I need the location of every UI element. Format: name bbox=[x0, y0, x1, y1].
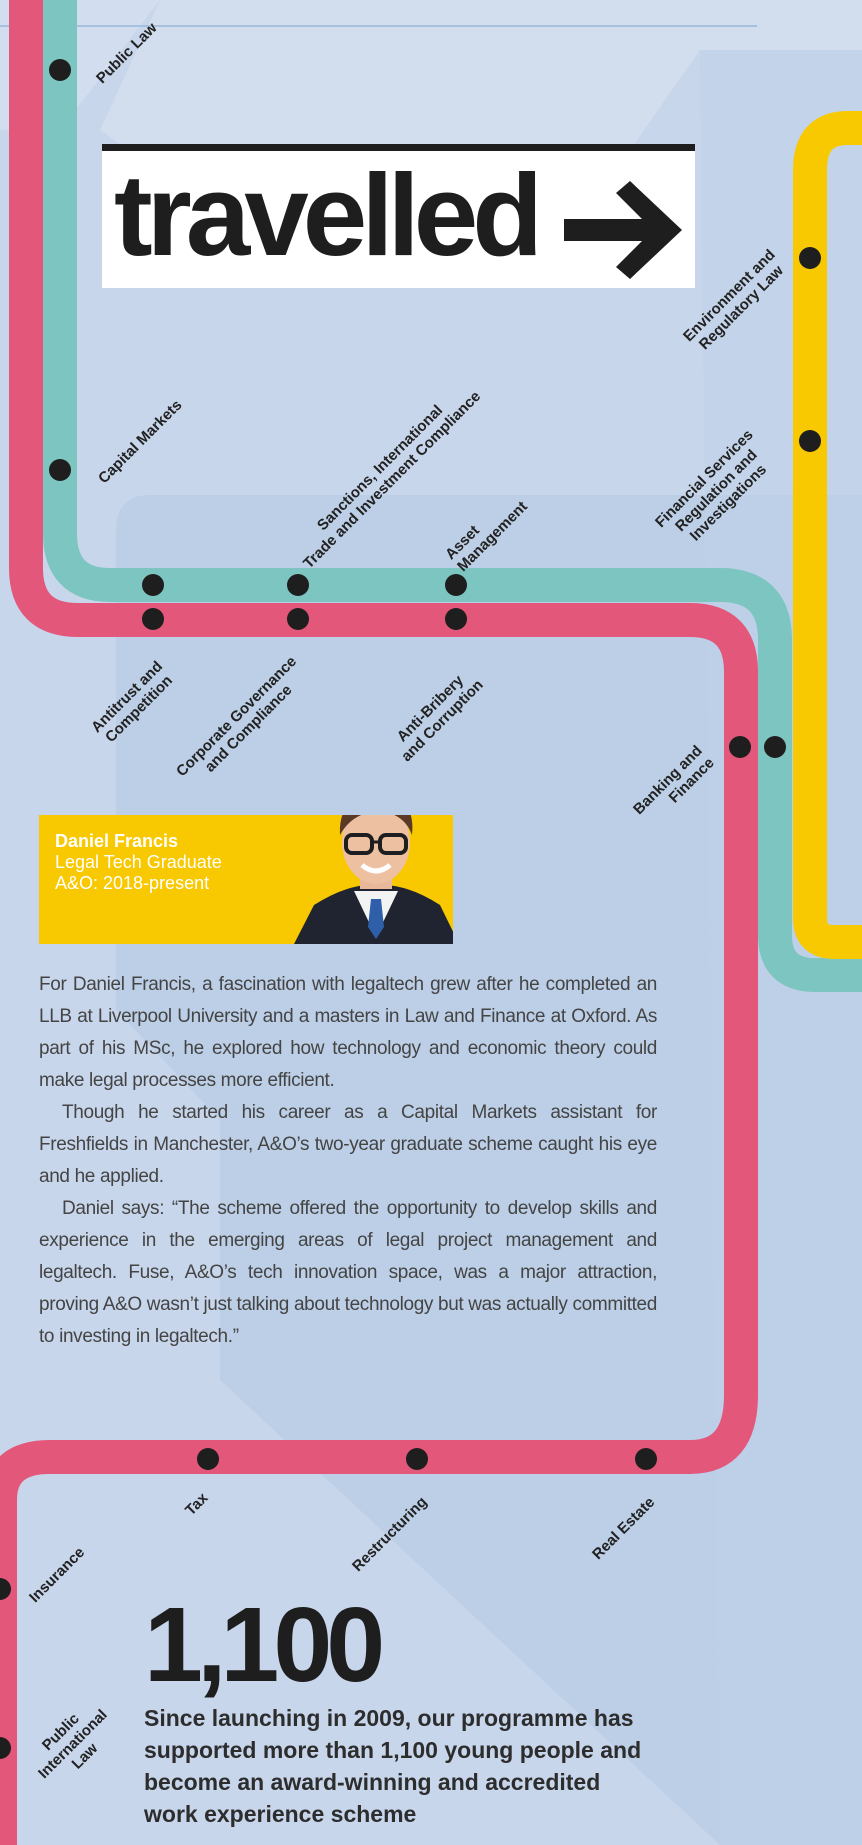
station-tax bbox=[197, 1448, 219, 1470]
station-restructuring bbox=[406, 1448, 428, 1470]
article-body: For Daniel Francis, a fascination with l… bbox=[39, 969, 657, 1353]
station-public-international-law bbox=[0, 1737, 11, 1759]
station-sanctions bbox=[287, 574, 309, 596]
stat-number: 1,100 bbox=[144, 1586, 385, 1704]
headline-title: travelled bbox=[114, 150, 543, 280]
station-capital-markets bbox=[49, 459, 71, 481]
station-anti-bribery bbox=[445, 608, 467, 630]
stat-description: Since launching in 2009, our programme h… bbox=[144, 1705, 642, 1827]
article-paragraph-3: Daniel says: “The scheme offered the opp… bbox=[39, 1198, 657, 1347]
station-antitrust bbox=[142, 608, 164, 630]
article-paragraph-1: For Daniel Francis, a fascination with l… bbox=[39, 974, 657, 1091]
station-antitrust-teal bbox=[142, 574, 164, 596]
station-corporate-governance bbox=[287, 608, 309, 630]
profile-name: Daniel Francis bbox=[55, 831, 179, 851]
article-paragraph-2: Though he started his career as a Capita… bbox=[39, 1102, 657, 1187]
station-public-law bbox=[49, 59, 71, 81]
yellow-line bbox=[793, 111, 862, 959]
station-banking-red bbox=[729, 736, 751, 758]
right-arrow-icon bbox=[564, 181, 682, 279]
station-banking-teal bbox=[764, 736, 786, 758]
red-line bbox=[0, 0, 758, 1845]
profile-card: Daniel Francis Legal Tech Graduate A&O: … bbox=[39, 815, 453, 944]
station-real-estate bbox=[635, 1448, 657, 1470]
profile-text: Daniel Francis Legal Tech Graduate A&O: … bbox=[55, 831, 222, 894]
headline-panel: travelled bbox=[102, 144, 695, 288]
station-asset-management bbox=[445, 574, 467, 596]
station-financial-services bbox=[799, 430, 821, 452]
profile-role: Legal Tech Graduate bbox=[55, 852, 222, 872]
profile-tenure: A&O: 2018-present bbox=[55, 873, 210, 893]
station-insurance bbox=[0, 1578, 11, 1600]
teal-line bbox=[43, 0, 862, 992]
station-environment bbox=[799, 247, 821, 269]
profile-portrait bbox=[294, 815, 453, 944]
